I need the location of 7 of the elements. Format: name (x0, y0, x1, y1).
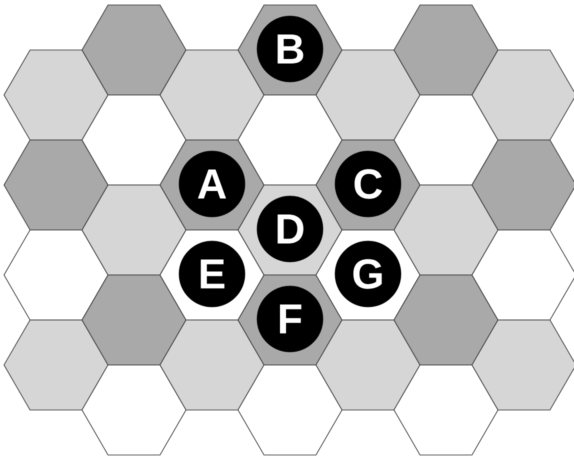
letter-disc: G (334, 240, 402, 308)
letter-disc: B (256, 16, 324, 82)
letter-disc: C (334, 150, 402, 218)
letter-disc: E (178, 240, 246, 308)
letter-disc: A (178, 150, 246, 218)
letter-disc: F (256, 286, 324, 352)
letter-disc: D (256, 196, 324, 262)
